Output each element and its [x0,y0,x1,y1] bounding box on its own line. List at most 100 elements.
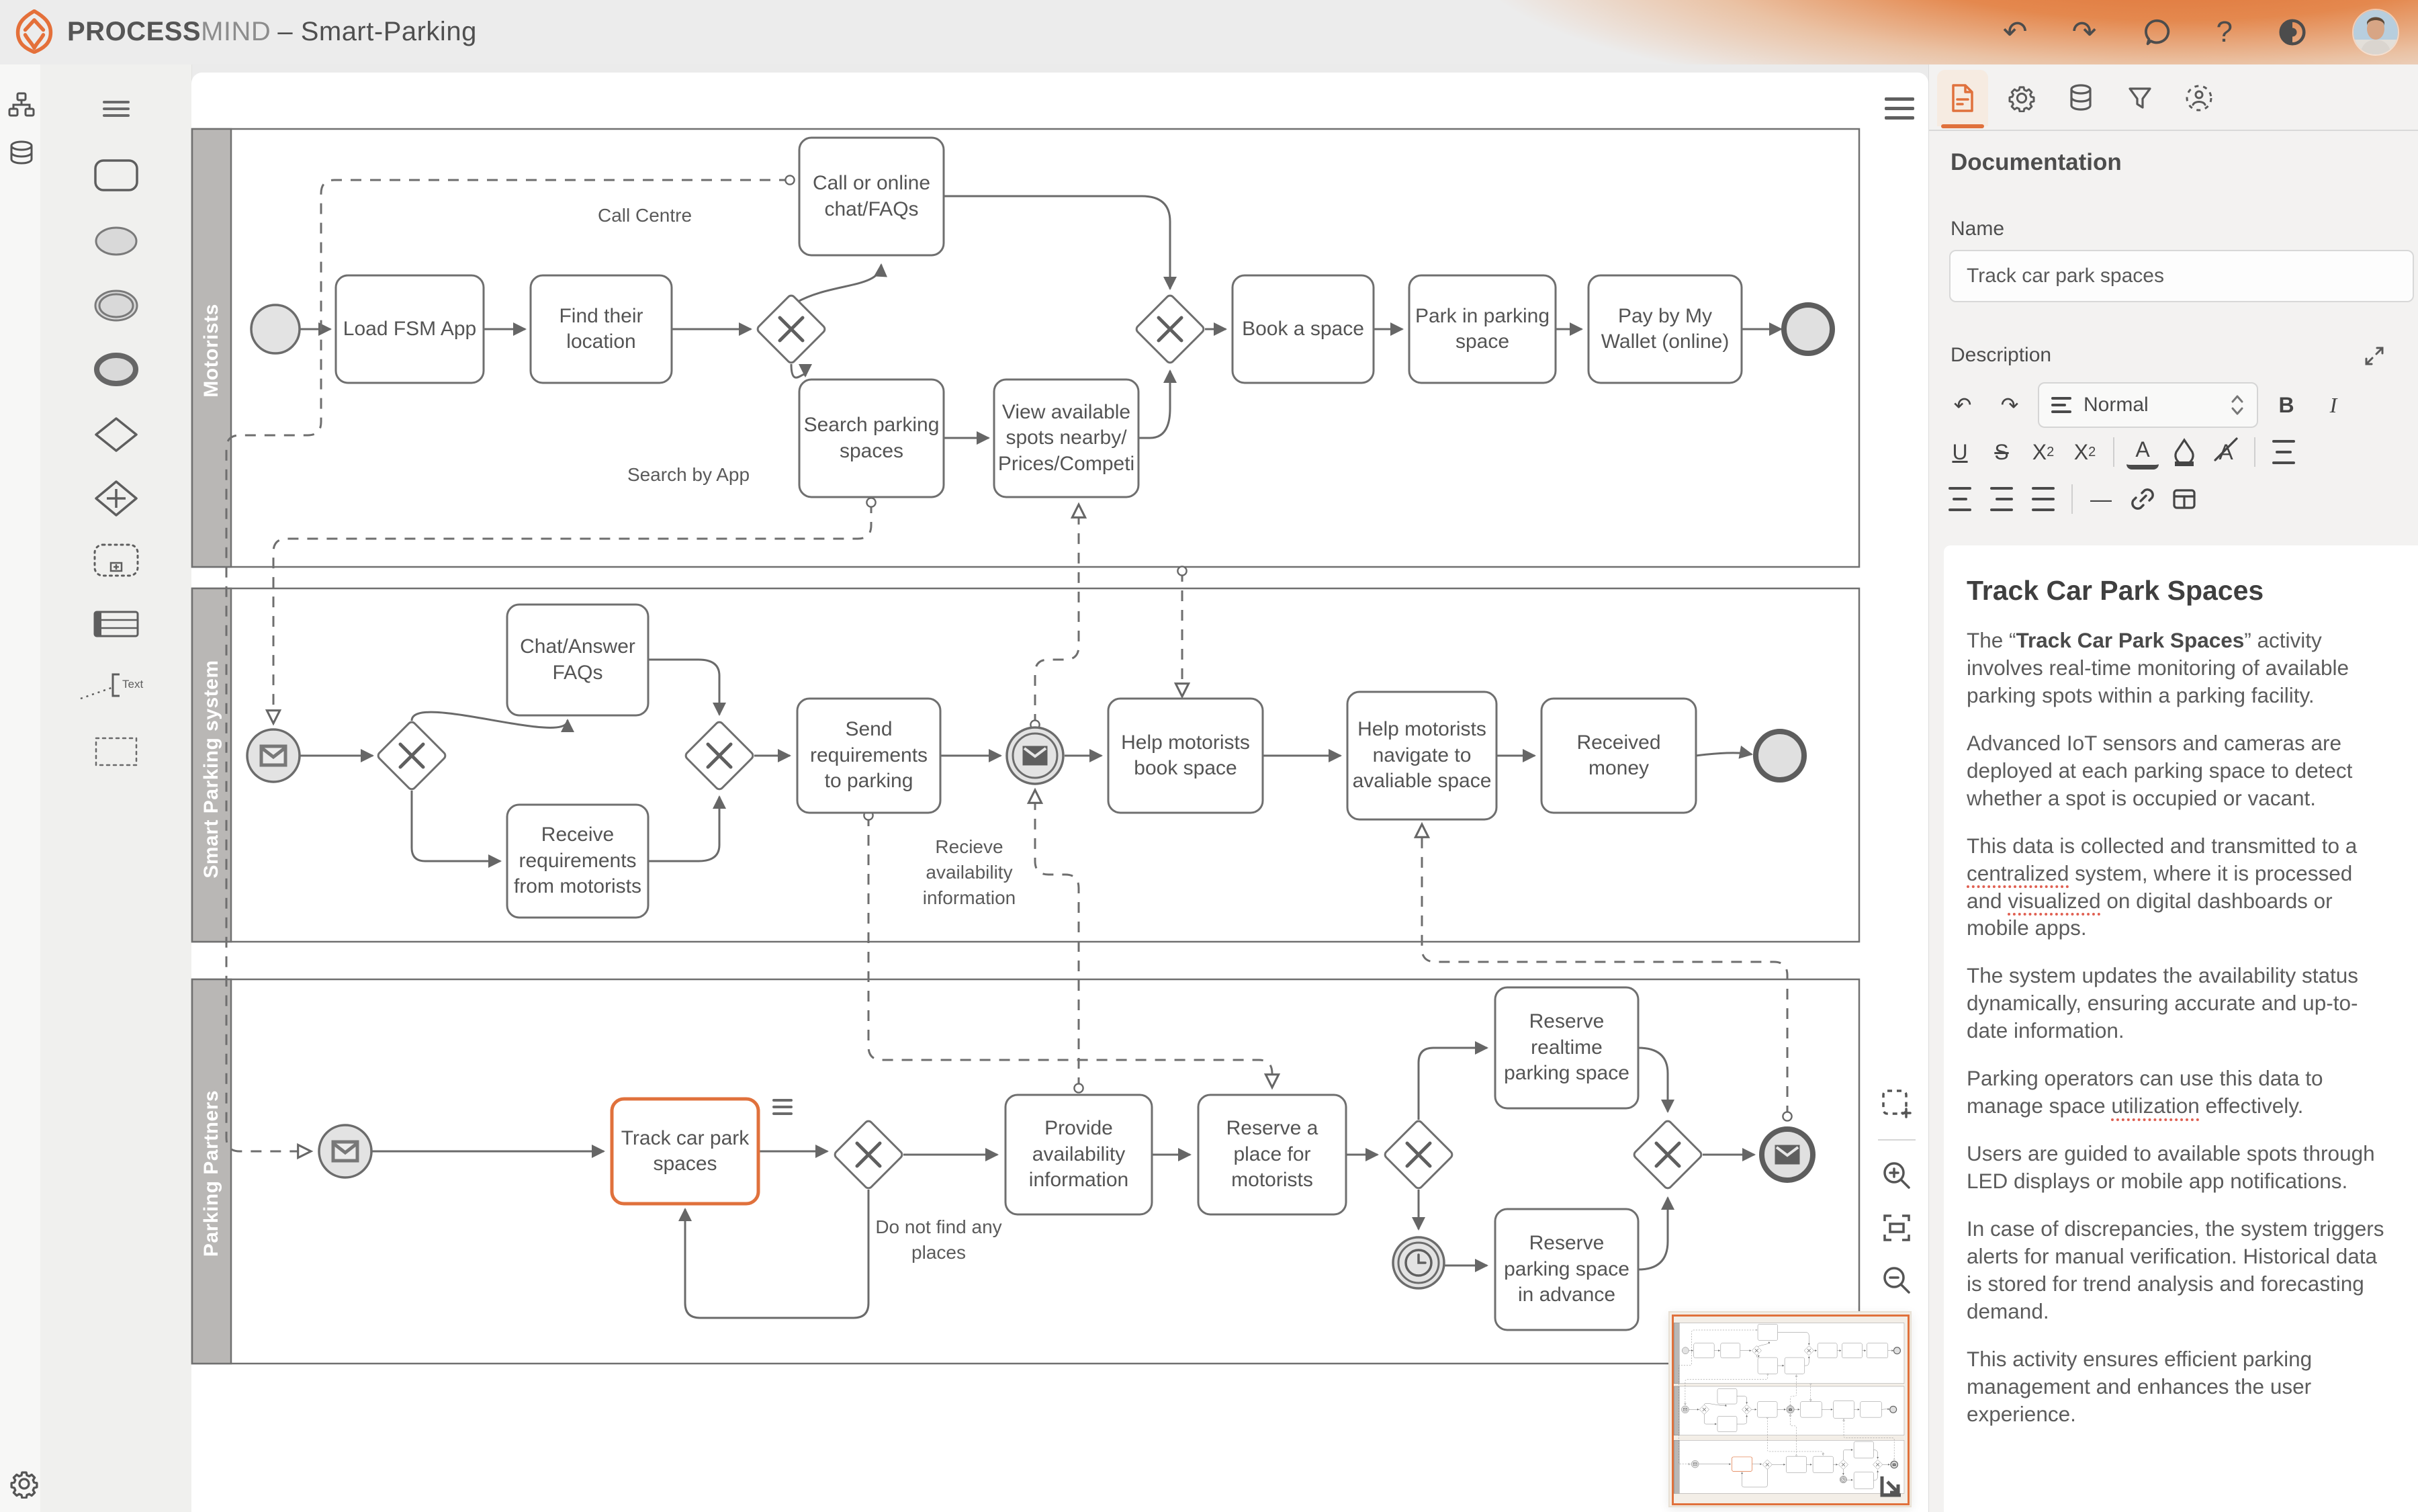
user-avatar[interactable] [2352,9,2399,56]
doc-paragraph: Users are guided to available spots thro… [1967,1141,2375,1193]
spellcheck-word: utilization [2111,1094,2200,1118]
editor-redo-icon[interactable]: ↷ [2000,393,2019,417]
task-label[interactable]: Search parking spaces [803,414,940,462]
task-label[interactable]: View available spots nearby/ Prices/Comp… [997,400,1135,475]
palette-parallel-gateway-shape[interactable] [94,480,138,517]
redo-icon[interactable]: ↷ [2071,15,2097,48]
insert-link-button[interactable] [2126,480,2159,518]
tab-accessibility[interactable] [2174,70,2225,126]
task-label[interactable]: Receive requirements from motorists [513,824,642,898]
clear-format-button[interactable]: A [2210,433,2242,471]
toolbar-divider [2113,437,2114,467]
align-center-button[interactable] [1944,480,1976,518]
undo-icon[interactable]: ↶ [2002,15,2028,48]
zoom-out-icon[interactable] [1879,1263,1914,1298]
panel-title: Documentation [1951,149,2122,175]
flow-label-search-by-app: Search by App [627,464,750,485]
task-label[interactable]: Help motorists navigate to avaliable spa… [1352,718,1492,793]
flow-label-do-not-find: Do not find any places [875,1216,1002,1263]
sub-2: 2 [2047,444,2055,459]
horizontal-rule-button[interactable]: — [2090,486,2112,511]
toolbar-row-1: ↶ ↷ Normal B I [1944,382,2405,429]
canvas-menu-icon[interactable] [1885,91,1914,126]
palette-gateway-shape[interactable] [94,416,138,453]
task-label[interactable]: Book a space [1242,317,1364,340]
palette-intermediate-event-shape[interactable] [93,289,139,322]
fit-to-screen-icon[interactable] [1879,1210,1914,1245]
underline-button[interactable]: U [1952,439,1968,464]
task-label[interactable]: Call or online chat/FAQs [812,172,931,220]
task-label[interactable]: Reserve parking space in advance [1504,1232,1629,1306]
p5-a: Parking operators can use this data to m… [1967,1066,2323,1118]
insert-table-button[interactable] [2168,480,2200,518]
tab-documentation[interactable] [1937,70,1988,128]
bold-button[interactable]: B [2278,392,2294,417]
project-name: – Smart-Parking [277,16,477,46]
task-label[interactable]: Send requirements to parking [809,718,928,793]
palette-end-event-shape[interactable] [93,352,140,387]
task-label-selected[interactable]: Track car park spaces [621,1126,750,1175]
text-color-button[interactable]: A [2126,435,2159,470]
properties-panel: Documentation Name Description ↶ ↷ Norma… [1928,64,2418,1512]
app-title: PROCESSMIND– Smart-Parking [67,17,477,47]
description-editor[interactable]: Track Car Park Spaces The “Track Car Par… [1944,545,2418,1512]
database-icon [2070,84,2092,111]
minimap[interactable] [1668,1311,1912,1507]
toolbar-divider [2254,437,2255,467]
minimap-resize-icon[interactable] [1878,1472,1905,1499]
palette-text-label: Text [122,678,143,691]
palette-text-annotation-shape[interactable]: Text [79,669,153,703]
marquee-select-icon[interactable] [1879,1087,1914,1122]
p1-bold: Track Car Park Spaces [2016,628,2245,652]
zoom-in-icon[interactable] [1879,1158,1914,1193]
data-store-icon[interactable] [8,140,35,167]
palette-task-shape[interactable] [93,159,139,192]
task-label[interactable]: Reserve realtime parking space [1504,1010,1629,1085]
palette-group-shape[interactable] [94,736,138,767]
highlight-fill-button[interactable] [2168,433,2200,471]
name-input[interactable] [1949,250,2414,302]
palette-menu-icon[interactable] [102,97,130,121]
process-hierarchy-icon[interactable] [8,91,35,118]
task-label[interactable]: Received money [1576,731,1661,779]
palette-start-event-shape[interactable] [94,226,138,257]
task-label[interactable]: Park in parking space [1415,304,1550,353]
theme-contrast-icon[interactable] [2277,17,2308,48]
align-justify-button[interactable] [2027,480,2059,518]
chat-icon[interactable] [2141,17,2172,48]
task-label[interactable]: Find their location [559,304,643,353]
tabs-divider [1929,130,2418,131]
align-left-button[interactable] [2268,433,2300,471]
tab-settings[interactable] [1996,70,2047,126]
task-label[interactable]: Pay by My Wallet (online) [1601,304,1730,353]
settings-gear-icon[interactable] [9,1469,39,1499]
task-label[interactable]: Help motorists book space [1121,731,1250,779]
expand-editor-icon[interactable] [2361,343,2388,369]
sub-x: X [2032,439,2047,464]
flow-label-receive-availability: Recieve availability information [922,836,1016,908]
palette-subprocess-shape[interactable] [93,543,140,578]
p3-c: on digital dashboards or mobile apps. [1967,888,2333,940]
help-icon[interactable]: ? [2216,15,2233,48]
tab-data[interactable] [2055,70,2106,126]
align-right-button[interactable] [1985,480,2018,518]
doc-heading: Track Car Park Spaces [1967,575,2264,606]
task-label[interactable]: Chat/Answer FAQs [520,635,635,684]
task-label[interactable]: Reserve a place for motorists [1226,1117,1318,1192]
editor-undo-icon[interactable]: ↶ [1953,393,1972,417]
paragraph-style-select[interactable]: Normal [2038,382,2258,428]
p1-post: ” activity involves real-time monitoring… [1967,628,2349,707]
task-label[interactable]: Load FSM App [343,317,477,340]
palette-pool-lane-shape[interactable] [93,610,140,638]
task-context-menu-icon[interactable] [772,1095,793,1119]
italic-button[interactable]: I [2329,392,2337,417]
gear-icon [2008,86,2035,112]
task-label[interactable]: Provide availability information [1028,1117,1129,1192]
left-rail [0,64,40,1512]
doc-paragraph: The “Track Car Park Spaces” activity inv… [1967,627,2389,709]
doc-paragraph: Parking operators can use this data to m… [1967,1065,2389,1120]
strikethrough-button[interactable]: S [1994,439,2009,464]
tab-filter[interactable] [2114,70,2165,126]
